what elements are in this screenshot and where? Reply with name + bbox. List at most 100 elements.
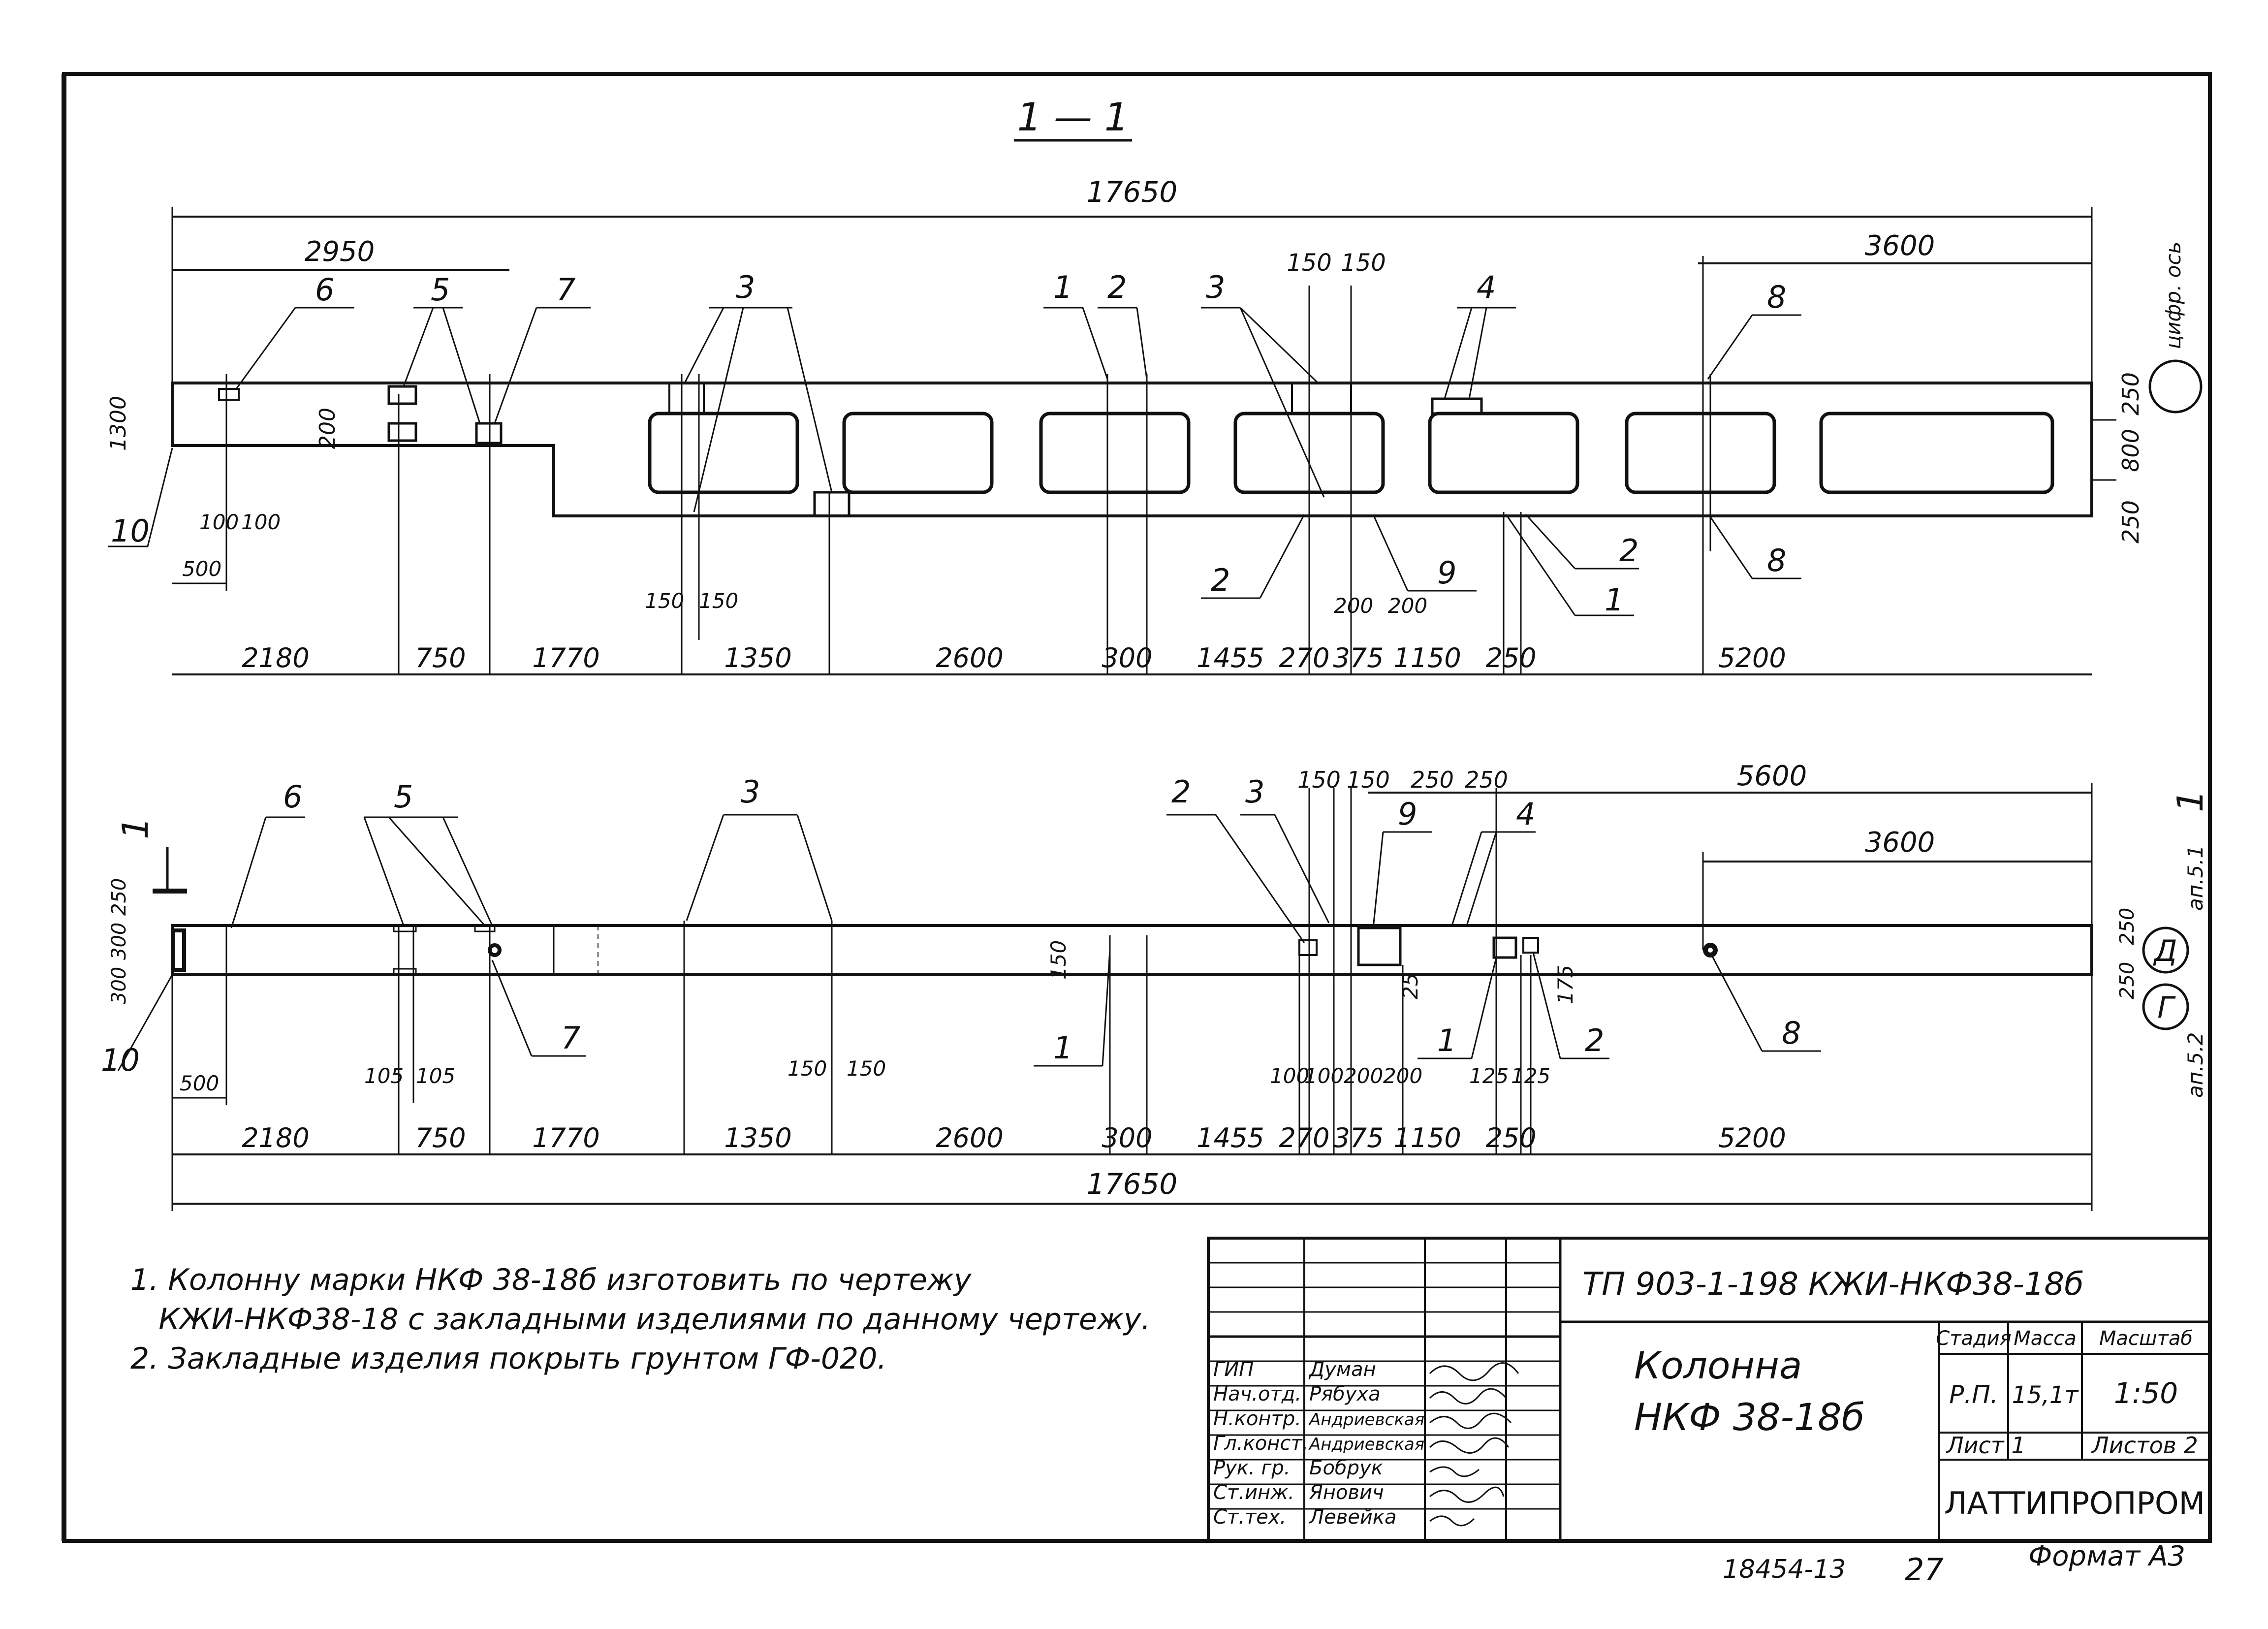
label-9: 9: [1437, 555, 1456, 591]
role-2: Н.контр.: [1213, 1407, 1301, 1430]
name-4: Бобрук: [1309, 1457, 1383, 1479]
b-dim-125a: 125: [1469, 1064, 1509, 1088]
top-dim-250b: 250: [1465, 767, 1508, 793]
right-h-250b: 250: [2116, 962, 2139, 999]
product-name-2: НКФ 38-18б: [1634, 1395, 1864, 1439]
label-2: 2: [1107, 269, 1127, 305]
dim-150-a: 150: [1287, 249, 1332, 277]
b-dim-150v: 150: [1046, 940, 1071, 980]
bottom-chain-dim-4: 2600: [936, 1122, 1003, 1153]
bottom-chain-dim-1: 750: [415, 1122, 466, 1153]
hdr-scale: Масштаб: [2099, 1327, 2193, 1350]
name-2: Андриевская: [1308, 1410, 1424, 1430]
b-dim-500: 500: [180, 1071, 219, 1095]
b-dim-25: 25: [1398, 973, 1422, 999]
ref-bottom: ап.5.2: [2183, 1032, 2207, 1098]
label-2-bottom-b: 2: [1619, 533, 1638, 569]
b-label-5: 5: [394, 779, 413, 815]
b-label-6: 6: [283, 779, 302, 815]
ref-top: ап.5.1: [2183, 845, 2207, 911]
role-0: ГИП: [1213, 1358, 1254, 1381]
organization: ЛАТТИПРОПРОМ: [1944, 1485, 2205, 1521]
note-2: 2. Закладные изделия покрыть грунтом ГФ-…: [130, 1342, 886, 1376]
b-overall-dim: 17650: [1087, 1167, 1178, 1201]
right-height-250b: 250: [2117, 500, 2144, 543]
label-7: 7: [556, 272, 575, 308]
top-dim-250a: 250: [1411, 767, 1454, 793]
label-5: 5: [431, 272, 450, 308]
overall-dim: 17650: [1087, 175, 1178, 209]
axis-label: цифр. ось: [2161, 242, 2185, 350]
label-2-bottom: 2: [1211, 562, 1230, 598]
bottom-chain-dim-2: 1770: [532, 1122, 599, 1153]
top-chain-dim-4: 2600: [936, 642, 1003, 673]
bottom-chain-dim-5: 300: [1102, 1122, 1152, 1153]
top-chain-dim-5: 300: [1102, 642, 1152, 673]
val-scale: 1:50: [2114, 1376, 2178, 1410]
top-chain-dim-8: 375: [1333, 642, 1384, 673]
axis-D-circle: [2142, 926, 2189, 974]
axis-circle: [2148, 359, 2203, 414]
bottom-chain-dim-11: 5200: [1718, 1122, 1786, 1153]
top-chain-dim-3: 1350: [724, 642, 791, 673]
b-dim-105a: 105: [364, 1064, 404, 1088]
note-1-cont: КЖИ-НКФ38-18 с закладными изделиями по д…: [130, 1302, 1151, 1337]
b-dim-175: 175: [1553, 965, 1577, 1004]
b-dim-150a: 150: [788, 1056, 827, 1081]
role-3: Гл.конст.: [1213, 1432, 1308, 1455]
doc-code: ТП 903-1-198 КЖИ-НКФ38-18б: [1582, 1266, 2084, 1303]
bottom-chain-dim-0: 2180: [242, 1122, 309, 1153]
b-dim-150b: 150: [847, 1056, 886, 1081]
b-label-8: 8: [1782, 1015, 1801, 1051]
b-label-10: 10: [101, 1042, 140, 1078]
b-label-2: 2: [1171, 774, 1191, 810]
label-1: 1: [1053, 269, 1072, 305]
dim-200-a: 200: [1334, 594, 1373, 618]
b-label-1b: 1: [1437, 1022, 1456, 1058]
right-dim-3600: 3600: [1865, 230, 1935, 262]
name-1: Рябуха: [1309, 1383, 1381, 1405]
format-label: Формат А3: [2028, 1540, 2185, 1572]
name-0: Думан: [1308, 1358, 1376, 1381]
left-h-300b: 300: [108, 967, 130, 1004]
top-chain-dim-10: 250: [1485, 642, 1536, 673]
left-h-250: 250: [108, 878, 130, 916]
label-10: 10: [111, 513, 150, 549]
b-label-1: 1: [1053, 1030, 1072, 1066]
bottom-chain-dim-3: 1350: [724, 1122, 791, 1153]
hdr-stage: Стадия: [1936, 1327, 2011, 1350]
dim-200-b: 200: [1388, 594, 1427, 618]
top-chain-dim-6: 1455: [1197, 642, 1264, 673]
role-6: Ст.тех.: [1213, 1506, 1286, 1529]
top-chain-dim-2: 1770: [532, 642, 599, 673]
b-label-3b: 3: [1245, 774, 1264, 810]
role-1: Нач.отд.: [1213, 1383, 1301, 1405]
b-label-4: 4: [1516, 796, 1535, 832]
left-h-300a: 300: [108, 923, 130, 960]
label-3b: 3: [1206, 269, 1225, 305]
label-8-bottom: 8: [1767, 543, 1786, 578]
section-mark-right: 1: [2170, 790, 2211, 812]
label-6: 6: [315, 272, 334, 308]
axis-G-circle: [2142, 983, 2189, 1030]
dim-150-left-b: 150: [699, 589, 738, 613]
top-dim-150b: 150: [1347, 767, 1390, 793]
axis-G: Г: [2157, 990, 2176, 1025]
dim-200: 200: [315, 408, 340, 449]
b-label-7: 7: [561, 1020, 580, 1056]
bottom-chain-dim-9: 1150: [1393, 1122, 1461, 1153]
notes: 1. Колонну марки НКФ 38-18б изготовить п…: [130, 1263, 1151, 1376]
inventory-number: 18454-13: [1723, 1555, 1846, 1584]
b-dim-100a: 100: [1270, 1064, 1309, 1088]
signatures: [1429, 1362, 1519, 1527]
dim-150-left-a: 150: [645, 589, 684, 613]
dim-150-b: 150: [1341, 249, 1386, 277]
title-block: ТП 903-1-198 КЖИ-НКФ38-18б Колонна НКФ 3…: [1207, 1237, 2211, 1542]
dim-5600: 5600: [1737, 760, 1807, 792]
bottom-chain-dim-10: 250: [1485, 1122, 1536, 1153]
section-title: 1 — 1: [1017, 96, 1129, 140]
role-5: Ст.инж.: [1213, 1481, 1294, 1504]
b-dim-200b: 200: [1383, 1064, 1422, 1088]
label-3: 3: [736, 269, 755, 305]
b-label-2b: 2: [1585, 1022, 1604, 1058]
